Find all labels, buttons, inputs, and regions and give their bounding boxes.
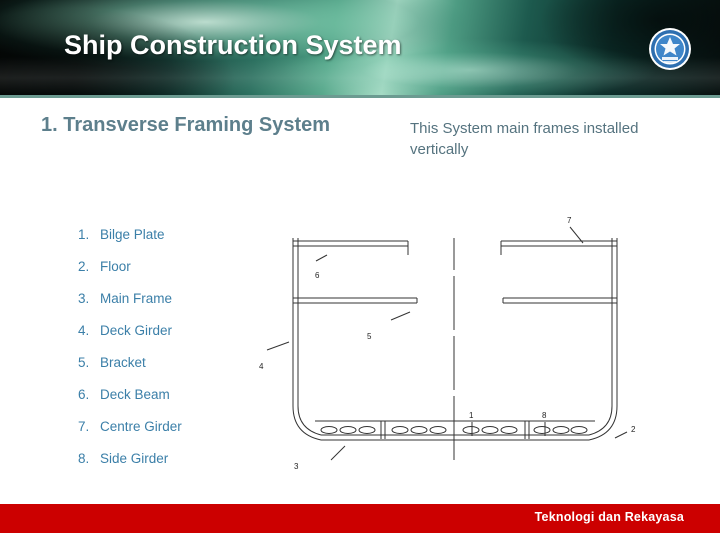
list-item-number: 3. <box>78 291 90 306</box>
diagram-callout-2: 2 <box>631 425 636 434</box>
list-item-number: 2. <box>78 259 90 274</box>
footer-accent-bar <box>0 500 720 533</box>
diagram-callout-5: 5 <box>367 332 372 341</box>
list-item: 7. Centre Girder <box>78 418 278 450</box>
list-item-label: Deck Girder <box>100 323 173 338</box>
list-item: 3. Main Frame <box>78 290 278 322</box>
list-item-label: Centre Girder <box>100 419 182 434</box>
diagram-callout-3: 3 <box>294 462 299 471</box>
list-item: 1. Bilge Plate <box>78 226 278 258</box>
legend-list: 1. Bilge Plate 2. Floor 3. Main Frame 4. Dec… <box>78 226 278 482</box>
list-item-number: 7. <box>78 419 90 434</box>
school-crest-logo-icon <box>649 28 691 70</box>
list-item: 6. Deck Beam <box>78 386 278 418</box>
footer-text: Teknologi dan Rekayasa <box>534 510 684 524</box>
list-item-label: Main Frame <box>100 291 173 306</box>
list-item-number: 8. <box>78 451 90 466</box>
header-shadow-right <box>0 0 720 95</box>
section-heading: 1. Transverse Framing System <box>41 114 331 136</box>
list-item-label: Side Girder <box>100 451 169 466</box>
diagram-callout-4: 4 <box>259 362 264 371</box>
list-item-label: Deck Beam <box>100 387 170 402</box>
list-item: 5. Bracket <box>78 354 278 386</box>
diagram-callout-6: 6 <box>315 271 320 280</box>
header-sheen <box>0 0 720 95</box>
diagram-callout-8: 8 <box>542 411 547 420</box>
list-item-label: Floor <box>100 259 131 274</box>
list-item-number: 1. <box>78 227 90 242</box>
transverse-framing-diagram: 1 2 3 4 5 6 7 8 <box>259 216 636 471</box>
header-banner <box>0 0 720 95</box>
list-item-number: 5. <box>78 355 90 370</box>
list-item-number: 6. <box>78 387 90 402</box>
page-title: Ship Construction System <box>64 30 402 60</box>
section-note: This System main frames installed vertic… <box>410 120 639 158</box>
header-underline <box>0 95 720 98</box>
list-item: 2. Floor <box>78 258 278 290</box>
list-item: 4. Deck Girder <box>78 322 278 354</box>
diagram-callout-1: 1 <box>469 411 474 420</box>
list-item-label: Bilge Plate <box>100 227 165 242</box>
diagram-callout-7: 7 <box>567 216 572 225</box>
list-item-number: 4. <box>78 323 90 338</box>
list-item: 8. Side Girder <box>78 450 278 482</box>
list-item-label: Bracket <box>100 355 146 370</box>
